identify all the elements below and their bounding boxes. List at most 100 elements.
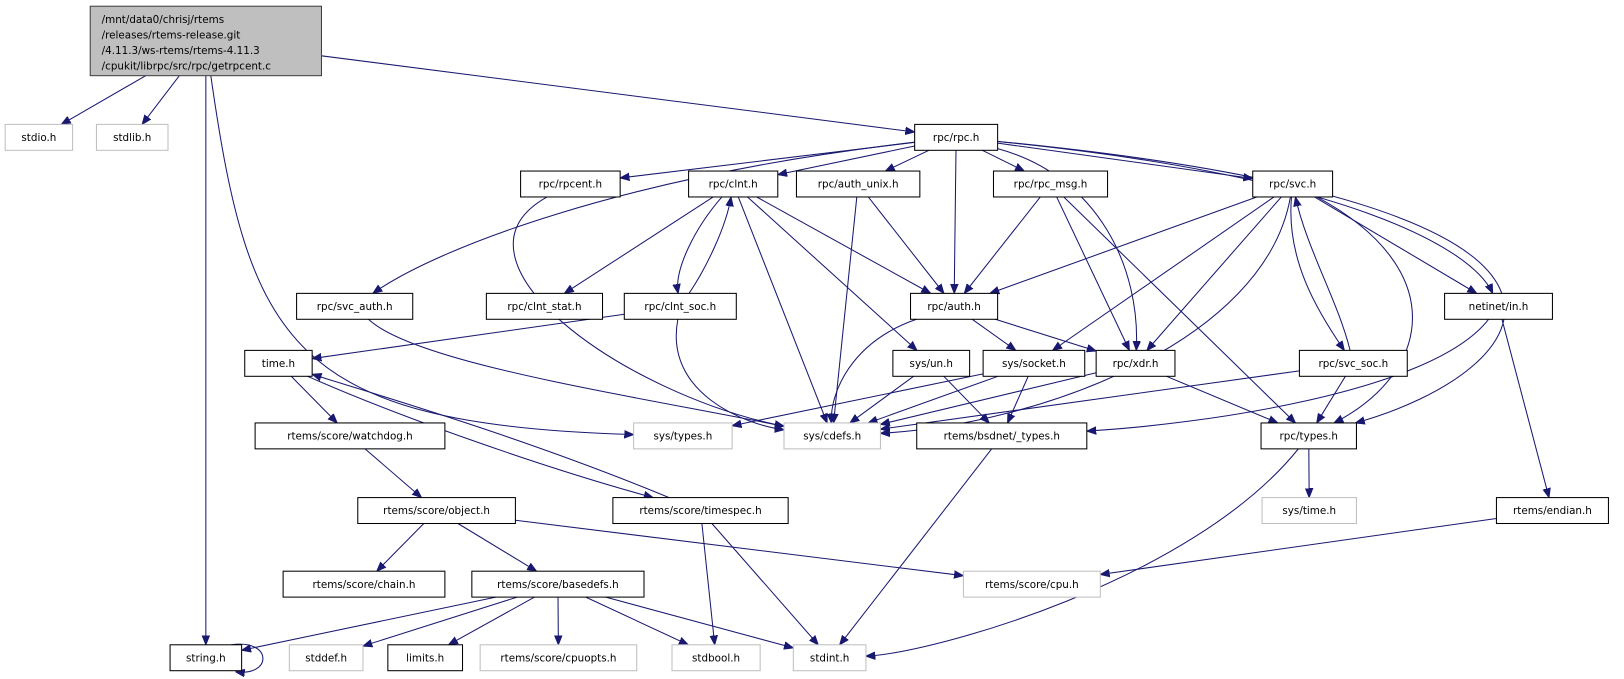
edge-auth-to-xdr	[995, 318, 1096, 351]
node-label: /mnt/data0/chrisj/rtems/releases/rtems-r…	[102, 14, 272, 73]
node-clnt-stat[interactable]: rpc/clnt_stat.h	[485, 292, 604, 320]
node-svc-soc[interactable]: rpc/svc_soc.h	[1298, 349, 1408, 377]
node-label: rpc/rpcent.h	[539, 179, 602, 191]
node-netinet-in[interactable]: netinet/in.h	[1444, 292, 1553, 320]
node-object[interactable]: rtems/score/object.h	[357, 497, 516, 525]
node-box	[1095, 349, 1176, 377]
node-label: rtems/bsdnet/_types.h	[944, 431, 1060, 443]
node-stdbool: stdbool.h	[671, 644, 761, 672]
edge-netinet-in-to-endian	[1501, 319, 1549, 497]
node-auth-unix[interactable]: rpc/auth_unix.h	[795, 170, 921, 198]
edge-watchdog-to-object	[364, 448, 422, 498]
node-endian[interactable]: rtems/endian.h	[1495, 497, 1609, 525]
node-box	[916, 422, 1088, 450]
edge-svc-to-netinet-in	[1314, 196, 1476, 293]
node-box	[671, 644, 761, 672]
node-label: stdint.h	[810, 652, 849, 664]
node-rpc[interactable]: rpc/rpc.h	[914, 123, 999, 151]
node-box	[633, 422, 733, 450]
node-label: rtems/score/object.h	[383, 505, 490, 517]
node-xdr[interactable]: rpc/xdr.h	[1095, 349, 1176, 377]
edge-rpc-to-svc	[997, 142, 1253, 178]
edge-clnt-to-sys-cdefs	[737, 196, 827, 423]
edge-rpc-to-clnt	[778, 145, 915, 175]
node-auth[interactable]: rpc/auth.h	[910, 292, 999, 320]
node-rpc-types[interactable]: rpc/types.h	[1260, 422, 1357, 450]
node-watchdog[interactable]: rtems/score/watchdog.h	[254, 422, 446, 450]
edge-svc-soc-to-svc	[1295, 197, 1351, 351]
node-label: rtems/score/basedefs.h	[497, 579, 619, 591]
edge-time-to-timespec	[307, 375, 653, 497]
node-label: stdlib.h	[113, 132, 151, 144]
node-svc-auth[interactable]: rpc/svc_auth.h	[296, 292, 414, 320]
node-chain[interactable]: rtems/score/chain.h	[282, 570, 446, 598]
node-label: stddef.h	[305, 652, 347, 664]
edge-endian-to-cpu	[1100, 517, 1497, 574]
edge-timespec-to-time	[312, 374, 670, 499]
node-label: time.h	[262, 358, 295, 370]
node-label: limits.h	[406, 652, 444, 664]
node-main[interactable]: /mnt/data0/chrisj/rtems/releases/rtems-r…	[89, 5, 322, 77]
node-svc[interactable]: rpc/svc.h	[1252, 170, 1334, 198]
edge-svc-to-sys-socket	[1053, 196, 1275, 350]
node-box	[612, 497, 789, 525]
node-sys-types: sys/types.h	[633, 422, 733, 450]
node-clnt[interactable]: rpc/clnt.h	[688, 170, 779, 198]
node-label: sys/types.h	[653, 431, 712, 443]
edge-sys-socket-to-sys-cdefs	[868, 375, 999, 423]
node-cpu: rtems/score/cpu.h	[962, 570, 1101, 598]
node-label: rpc/auth_unix.h	[818, 179, 899, 191]
edge-clnt-soc-to-clnt	[688, 197, 731, 294]
edge-main-to-stdlib	[142, 75, 180, 125]
node-box	[169, 644, 243, 672]
node-label: rpc/svc_auth.h	[317, 301, 393, 313]
edge-basedefs-to-stdbool	[585, 596, 688, 645]
edge-auth-unix-to-sys-cdefs	[834, 196, 858, 423]
node-basedefs[interactable]: rtems/score/basedefs.h	[471, 570, 645, 598]
node-rpc-msg[interactable]: rpc/rpc_msg.h	[992, 170, 1109, 198]
edge-sys-socket-to-sys-types	[732, 373, 984, 426]
edge-timespec-to-stdint	[711, 523, 818, 645]
node-timespec[interactable]: rtems/score/timespec.h	[612, 497, 789, 525]
edge-rpc-to-netinet-in	[997, 140, 1493, 293]
node-stddef: stddef.h	[288, 644, 364, 672]
edge-clnt-to-clnt-stat	[564, 196, 714, 293]
node-clnt-soc[interactable]: rpc/clnt_soc.h	[623, 292, 737, 320]
node-time[interactable]: time.h	[244, 349, 313, 377]
node-label: sys/time.h	[1282, 505, 1336, 517]
edge-string-to-string	[231, 643, 264, 672]
edge-sys-un-to-sys-cdefs	[850, 375, 914, 423]
edge-rpc-to-svc-auth	[373, 141, 915, 293]
edge-object-to-cpu	[515, 519, 963, 575]
edge-basedefs-to-limits	[449, 596, 535, 645]
node-box	[244, 349, 313, 377]
node-limits[interactable]: limits.h	[387, 644, 464, 672]
edge-rpc-msg-to-rpc-types	[1063, 196, 1296, 423]
node-rpcent[interactable]: rpc/rpcent.h	[520, 170, 621, 198]
node-box	[914, 123, 999, 151]
edge-rpc-types-to-stdint	[866, 448, 1299, 656]
node-stdio: stdio.h	[4, 123, 74, 151]
node-label: rpc/clnt_soc.h	[644, 301, 716, 313]
edge-clnt-soc-to-time	[312, 313, 625, 358]
edge-rpc-to-rpc-types	[997, 140, 1506, 423]
edge-object-to-basedefs	[457, 523, 537, 572]
node-box	[1298, 349, 1408, 377]
node-box	[296, 292, 414, 320]
node-string[interactable]: string.h	[169, 644, 243, 672]
node-label: rpc/rpc_msg.h	[1014, 179, 1088, 191]
node-sys-un[interactable]: sys/un.h	[892, 349, 971, 377]
node-label: rtems/score/cpuopts.h	[500, 652, 616, 664]
node-sys-cdefs: sys/cdefs.h	[783, 422, 881, 450]
node-sys-socket[interactable]: sys/socket.h	[982, 349, 1086, 377]
edge-basedefs-to-string	[242, 596, 497, 650]
node-box	[783, 422, 881, 450]
edge-rpc-to-auth	[954, 150, 956, 293]
node-cpuopts: rtems/score/cpuopts.h	[479, 644, 638, 672]
node-label: sys/socket.h	[1002, 358, 1066, 370]
edge-svc-soc-to-rpc-types	[1317, 376, 1346, 423]
edge-svc-soc-to-sys-cdefs	[880, 370, 1300, 429]
node-box	[623, 292, 737, 320]
node-bsdnet-types[interactable]: rtems/bsdnet/_types.h	[916, 422, 1088, 450]
node-label: rtems/score/timespec.h	[639, 505, 761, 517]
